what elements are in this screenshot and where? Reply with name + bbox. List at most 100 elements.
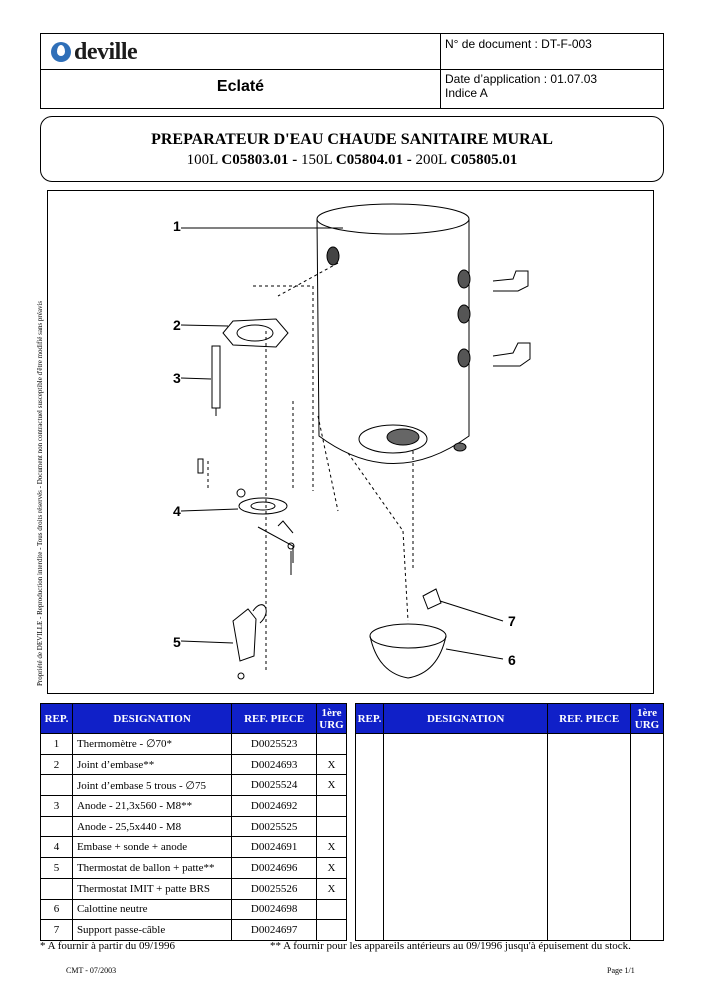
col-header-designation: DESIGNATION [71,703,233,734]
page-number: Page 1/1 [607,966,635,975]
assembly-lines [207,262,414,671]
cell-rep: 3 [40,795,73,817]
copyright-note: Propriété de DEVILLE - Reproduction inte… [36,300,44,686]
footer-code: CMT - 07/2003 [66,966,117,975]
cell-rep [355,733,384,941]
product-title: PREPARATEUR D'EAU CHAUDE SANITAIRE MURAL [151,131,553,148]
cell-ref: D0025525 [231,815,318,838]
cell-ref: D0025526 [231,877,318,900]
cell-rep: 1 [40,733,73,755]
cell-ref: D0024693 [231,753,318,776]
cell-ref: D0025524 [231,774,318,797]
cover [369,623,447,679]
cell-urg: X [316,836,347,859]
cell-urg [316,733,347,755]
company-logo: deville [51,38,138,65]
cell-urg [630,733,664,941]
product-variants: 100L C05803.01 - 150L C05804.01 - 200L C… [41,152,663,169]
variant-reference: C05804.01 [335,152,403,168]
cell-urg: X [316,877,347,900]
leader-lines [180,227,504,660]
cell-designation: Calottine neutre [71,898,233,921]
cell-ref: D0025523 [231,733,318,755]
variant-capacity: 200L [415,152,451,168]
variant-reference: C05803.01 [221,152,289,168]
cell-designation [382,733,549,941]
footnote-single: * A fournir à partir du 09/1996 [40,940,176,952]
variant-capacity: 150L [301,152,336,168]
cell-ref: D0024697 [231,919,318,941]
cable-support [422,588,442,610]
cell-designation: Joint d’embase** [71,753,233,776]
cell-urg: X [316,774,347,797]
cell-designation: Embase + sonde + anode [71,836,233,859]
footnote-double: ** A fournir pour les appareils antérieu… [270,940,631,952]
divider [41,69,663,70]
cell-ref: D0024696 [231,857,318,879]
col-header-urg: 1ère URG [316,703,347,734]
document-title: Eclaté [216,78,265,95]
separator: - [288,152,302,168]
cell-urg [316,795,347,817]
callout-4: 4 [173,503,181,519]
col-header-urg: 1ère URG [630,703,664,734]
cell-ref: D0024698 [231,898,318,921]
cell-rep: 6 [40,898,73,921]
application-date: Date d’application : 01.07.03 [445,72,598,86]
callout-6: 6 [508,652,516,668]
cell-designation: Thermomètre - ∅70* [71,733,233,755]
flange [236,488,295,575]
parts-table-continued: REP. DESIGNATION REF. PIECE 1ère URG [355,703,664,941]
exploded-view-drawing: 1 2 3 4 5 7 6 [173,203,531,680]
product-title-box: PREPARATEUR D'EAU CHAUDE SANITAIRE MURAL… [40,116,664,182]
cell-urg [316,919,347,941]
callout-5: 5 [173,634,181,650]
cell-urg: X [316,753,347,776]
cell-designation: Thermostat de ballon + patte** [71,857,233,879]
variant-reference: C05805.01 [450,152,518,168]
callout-1: 1 [173,218,181,234]
separator: - [402,152,416,168]
cell-designation: Thermostat IMIT + patte BRS [71,877,233,900]
callout-3: 3 [173,370,181,386]
cell-rep [40,774,73,797]
cell-rep: 7 [40,919,73,941]
divider [440,34,441,108]
cell-ref: D0024692 [231,795,318,817]
table-row [355,733,664,941]
cell-urg [316,815,347,838]
cell-designation: Support passe-câble [71,919,233,941]
cell-designation: Joint d’embase 5 trous - ∅75 [71,774,233,797]
col-header-designation: DESIGNATION [382,703,549,734]
col-header-ref: REF. PIECE [547,703,632,734]
document-index: Indice A [445,86,488,100]
col-header-ref: REF. PIECE [231,703,318,734]
cell-urg [316,898,347,921]
cell-rep: 2 [40,753,73,776]
drop-icon [51,42,71,62]
col-header-rep: REP. [355,703,384,734]
cell-rep [40,877,73,900]
thermostat [232,604,267,680]
tank [316,203,531,464]
cell-rep: 4 [40,836,73,859]
logo-text: deville [74,38,138,65]
cell-rep: 5 [40,857,73,879]
variant-capacity: 100L [186,152,222,168]
anode [211,345,221,416]
exploded-view-frame: 1 2 3 4 5 7 6 [47,190,654,694]
cell-urg: X [316,857,347,879]
cell-ref: D0024691 [231,836,318,859]
cell-rep [40,815,73,838]
cell-ref [547,733,632,941]
